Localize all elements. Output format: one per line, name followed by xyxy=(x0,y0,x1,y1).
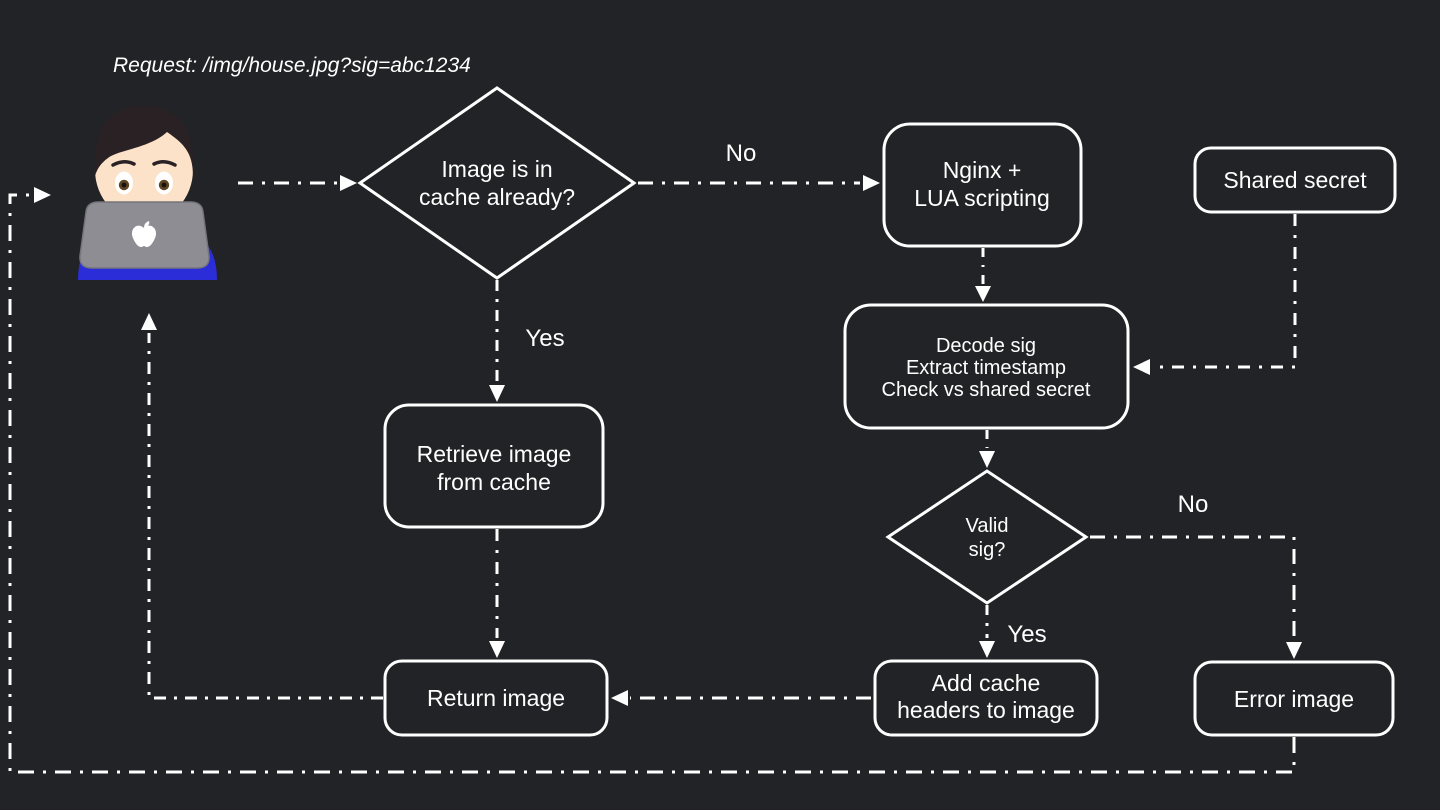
eyebrow-right xyxy=(152,160,177,167)
apple-logo-icon xyxy=(131,221,157,247)
edge-retrieve-to-return xyxy=(489,529,505,658)
edge-label-no-top: No xyxy=(726,140,757,167)
node-add-cache-headers-line2: headers to image xyxy=(897,697,1075,723)
edge-return-to-user xyxy=(141,313,383,700)
hair xyxy=(94,106,194,176)
edge-cache-yes-to-retrieve xyxy=(489,280,505,402)
decision-image-in-cache-line2: cache already? xyxy=(419,184,575,210)
edge-label-yes-left: Yes xyxy=(525,325,564,352)
node-shared-secret: Shared secret xyxy=(1193,146,1397,214)
edge-request-to-cache-check xyxy=(238,175,357,191)
node-add-cache-headers-line1: Add cache xyxy=(932,670,1041,696)
decision-valid-sig: Valid sig? xyxy=(885,469,1089,605)
edge-decode-to-valid-sig xyxy=(979,430,995,468)
edge-sig-yes-to-add-headers xyxy=(979,605,995,658)
node-shared-secret-label: Shared secret xyxy=(1223,167,1367,193)
node-decode-sig-line3: Check vs shared secret xyxy=(882,379,1091,401)
decision-valid-sig-line1: Valid xyxy=(966,515,1009,537)
node-decode-sig-line2: Extract timestamp xyxy=(906,357,1066,379)
node-retrieve-image-line1: Retrieve image xyxy=(417,441,572,467)
node-nginx-lua: Nginx + LUA scripting xyxy=(882,122,1083,248)
node-return-image: Return image xyxy=(383,659,609,737)
node-retrieve-image-line2: from cache xyxy=(437,469,551,495)
node-add-cache-headers: Add cache headers to image xyxy=(873,659,1099,737)
decision-image-in-cache: Image is in cache already? xyxy=(357,86,637,280)
edge-label-no-right: No xyxy=(1178,491,1209,518)
edge-add-headers-to-return xyxy=(611,690,871,706)
edge-cache-no-to-nginx xyxy=(638,175,880,191)
edge-label-yes-right: Yes xyxy=(1007,621,1046,648)
edge-error-to-user-loop xyxy=(8,187,1296,774)
eyes xyxy=(115,171,173,195)
edge-shared-secret-to-decode xyxy=(1133,214,1297,375)
eyebrow-left xyxy=(111,160,136,167)
person-technologist-icon xyxy=(78,106,217,280)
node-return-image-label: Return image xyxy=(427,685,565,711)
edge-sig-no-to-error xyxy=(1090,535,1302,659)
request-title: Request: /img/house.jpg?sig=abc1234 xyxy=(113,54,471,77)
node-nginx-lua-line1: Nginx + xyxy=(943,157,1022,183)
node-nginx-lua-line2: LUA scripting xyxy=(914,185,1050,211)
node-decode-sig-line1: Decode sig xyxy=(936,335,1036,357)
node-retrieve-image: Retrieve image from cache xyxy=(383,403,605,529)
decision-valid-sig-line2: sig? xyxy=(969,539,1006,561)
edge-nginx-to-decode xyxy=(975,248,991,302)
node-decode-sig: Decode sig Extract timestamp Check vs sh… xyxy=(843,303,1130,430)
node-error-image: Error image xyxy=(1193,660,1395,737)
node-error-image-label: Error image xyxy=(1234,686,1354,712)
decision-image-in-cache-line1: Image is in xyxy=(441,156,552,182)
